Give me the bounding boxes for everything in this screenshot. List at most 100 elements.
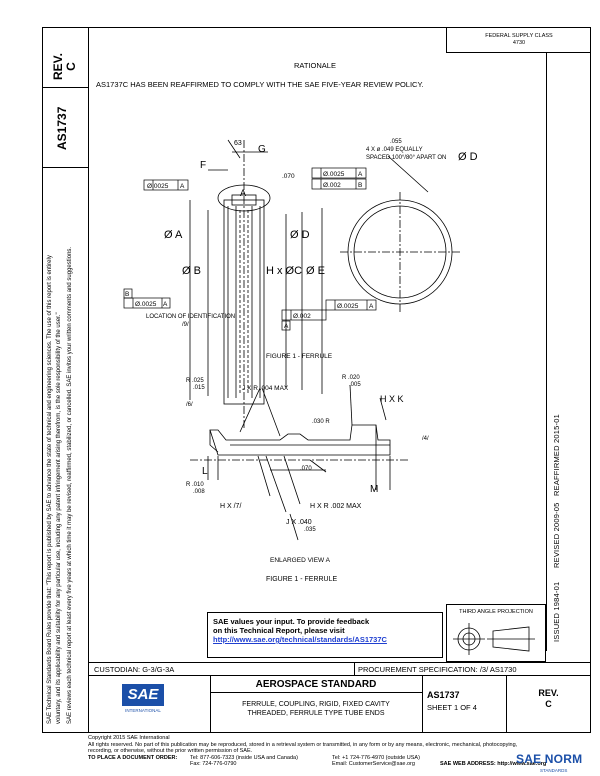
title-rev-value: C [545,699,552,709]
left-rev-value: C [64,62,78,71]
fsc-label: FEDERAL SUPPLY CLASS [485,33,553,39]
footer-copyright: Copyright 2015 SAE International [88,735,170,741]
r-008: .008 [193,489,205,495]
title-divider-h [210,692,422,693]
loc-id-note: /9/ [182,322,189,328]
sheet-number: SHEET 1 OF 4 [427,703,477,712]
ferrule-front-view [340,155,460,312]
label-g: G [258,144,266,155]
fc-br-value: Ø.0025 [337,303,359,310]
fc-mid-value: Ø.002 [293,313,311,320]
r-020: R .020 [342,375,360,381]
history-reaffirmed: REAFFIRMED 2015-01 [552,414,561,496]
federal-supply-class-box: FEDERAL SUPPLY CLASS 4730 [446,27,591,53]
feedback-link[interactable]: http://www.sae.org/technical/standards/A… [213,635,387,644]
title-rev-label: REV. [538,688,559,698]
left-column [42,27,89,733]
j-note: J X R .004 MAX [242,385,289,392]
figure1-caption: FIGURE 1 - FERRULE [266,353,333,360]
feedback-box: SAE values your input. To provide feedba… [207,612,443,658]
footer: Copyright 2015 SAE International All rig… [88,735,588,755]
notice-line-1: SAE Technical Standards Board Rules prov… [47,255,53,724]
hole-note-1: 4 X ø .049 EQUALLY [366,147,423,153]
fc-top1-datum: A [358,171,363,178]
history-revised: REVISED 2009-05 [552,502,561,568]
footer-rights: All rights reserved. No part of this pub… [88,741,518,748]
left-doc-number: AS1737 [55,106,69,150]
dia-d: Ø D [290,229,310,241]
title-divider-1 [210,675,211,733]
third-angle-label: THIRD ANGLE PROJECTION [459,609,533,615]
hxr: H X R .002 MAX [310,503,362,510]
hxk: H X K [380,394,404,404]
r-015: .015 [193,385,205,391]
fsc-value: 4730 [512,40,526,46]
figure1-caption-2: FIGURE 1 - FERRULE [266,576,338,583]
doc-desc-line-2: THREADED, FERRULE TYPE TUBE ENDS [247,710,385,717]
order-label: TO PLACE A DOCUMENT ORDER: [88,755,178,761]
page-frame [42,27,591,733]
dia-a: Ø A [164,229,183,241]
footer-email: Email: CustomerService@sae.org [332,761,415,767]
fc-left-datum: A [180,183,185,190]
watermark-text: SAE NORM [516,752,583,766]
datum-a: A [284,323,289,330]
history-column-line [546,53,547,651]
rationale-title: RATIONALE [294,61,336,70]
fc-bl-value: Ø.0025 [135,301,157,308]
note-6: /6/ [186,402,193,408]
footer-rights-2: recording, or otherwise, without the pri… [88,748,253,755]
r-025: R .025 [186,378,204,384]
note-4: /4/ [422,436,429,442]
doc-desc-line-1: FERRULE, COUPLING, RIGID, FIXED CAVITY [242,701,390,708]
footer-tel2: Tel: +1 724-776-4970 (outside USA) [332,755,420,761]
label-f: F [200,160,206,171]
dia-c: H x ØC [266,265,302,277]
notice-line-3: SAE reviews each technical report at lea… [67,246,73,724]
left-rev-block: REV. C [51,53,78,80]
procurement-spec: PROCUREMENT SPECIFICATION: /3/ AS1730 [358,665,517,674]
footer-order-label: TO PLACE A DOCUMENT ORDER: [88,755,177,762]
dia-e: Ø E [306,265,325,277]
label-l: L [202,466,208,477]
footer-fax: Fax: 724-776-0790 [190,761,237,767]
loc-id: LOCATION OF IDENTIFICATION [146,314,235,320]
view-a-caption: ENLARGED VIEW A [270,557,331,564]
title-divider-2 [422,675,423,733]
dia-b: Ø B [182,265,201,277]
hole-note-2: SPACED 100°/80° APART ON [366,155,446,161]
ferrule-side-view [189,139,323,430]
third-angle-box: THIRD ANGLE PROJECTION [446,604,546,662]
fcf-boxes [123,167,377,331]
custodian-label: CUSTODIAN: G-3/G-3A [94,665,175,674]
watermark-sub: STANDARDS [540,768,568,773]
left-divider-1 [42,87,89,88]
fc-top2-value: Ø.002 [323,182,341,189]
left-divider-2 [42,167,89,168]
footer-tel1: Tel: 877-606-7323 (inside USA and Canada… [190,755,298,761]
doc-description: FERRULE, COUPLING, RIGID, FIXED CAVITY T… [210,700,422,718]
h7: H X /7/ [220,503,241,510]
r-010: R .010 [186,482,204,488]
sae-logo: SAE INTERNATIONAL [122,684,164,720]
third-angle-icon [453,623,535,655]
sae-logo-sub: INTERNATIONAL [125,708,161,713]
footer-web[interactable]: SAE WEB ADDRESS: http://www.sae.org [440,761,547,767]
title-doc-number: AS1737 [427,690,460,700]
title-divider-3 [506,675,507,733]
rationale-text: AS1737C HAS BEEN REAFFIRMED TO COMPLY WI… [96,80,424,89]
label-a: A [240,188,246,198]
label-m: M [370,484,378,495]
feedback-line-2: on this Technical Report, please visit [213,626,345,635]
j-035: .035 [304,527,316,533]
fc-top2-datum: B [358,182,362,189]
r-005: .005 [349,382,361,388]
j-040: J X .040 [286,519,312,526]
hole-055: .055 [390,139,402,145]
custodian-top-line [89,662,591,663]
dim-030r: .030 R [312,419,330,425]
title-rev-block: REV. C [506,688,591,710]
hole-dia-d: Ø D [458,151,478,163]
aerospace-standard-title: AEROSPACE STANDARD [255,679,377,690]
dim-070: .070 [282,173,295,180]
